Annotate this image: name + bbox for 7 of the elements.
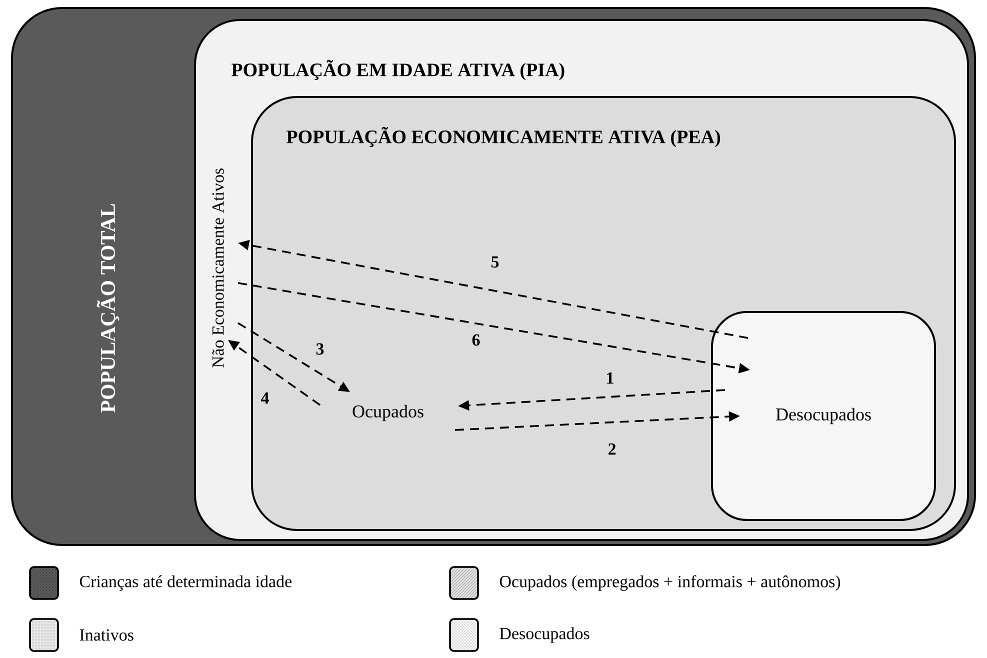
legend-label: Inativos <box>80 629 134 641</box>
group-label: Não Economicamente Ativos <box>212 168 224 368</box>
legend-label: Desocupados <box>500 627 590 643</box>
group-box: Desocupados <box>711 311 936 521</box>
legend-label: Ocupados (empregados + informais + autônomos) <box>500 575 840 591</box>
group-label: Ocupados <box>352 404 424 422</box>
legend-label: Crianças até determinada idade <box>80 575 292 591</box>
